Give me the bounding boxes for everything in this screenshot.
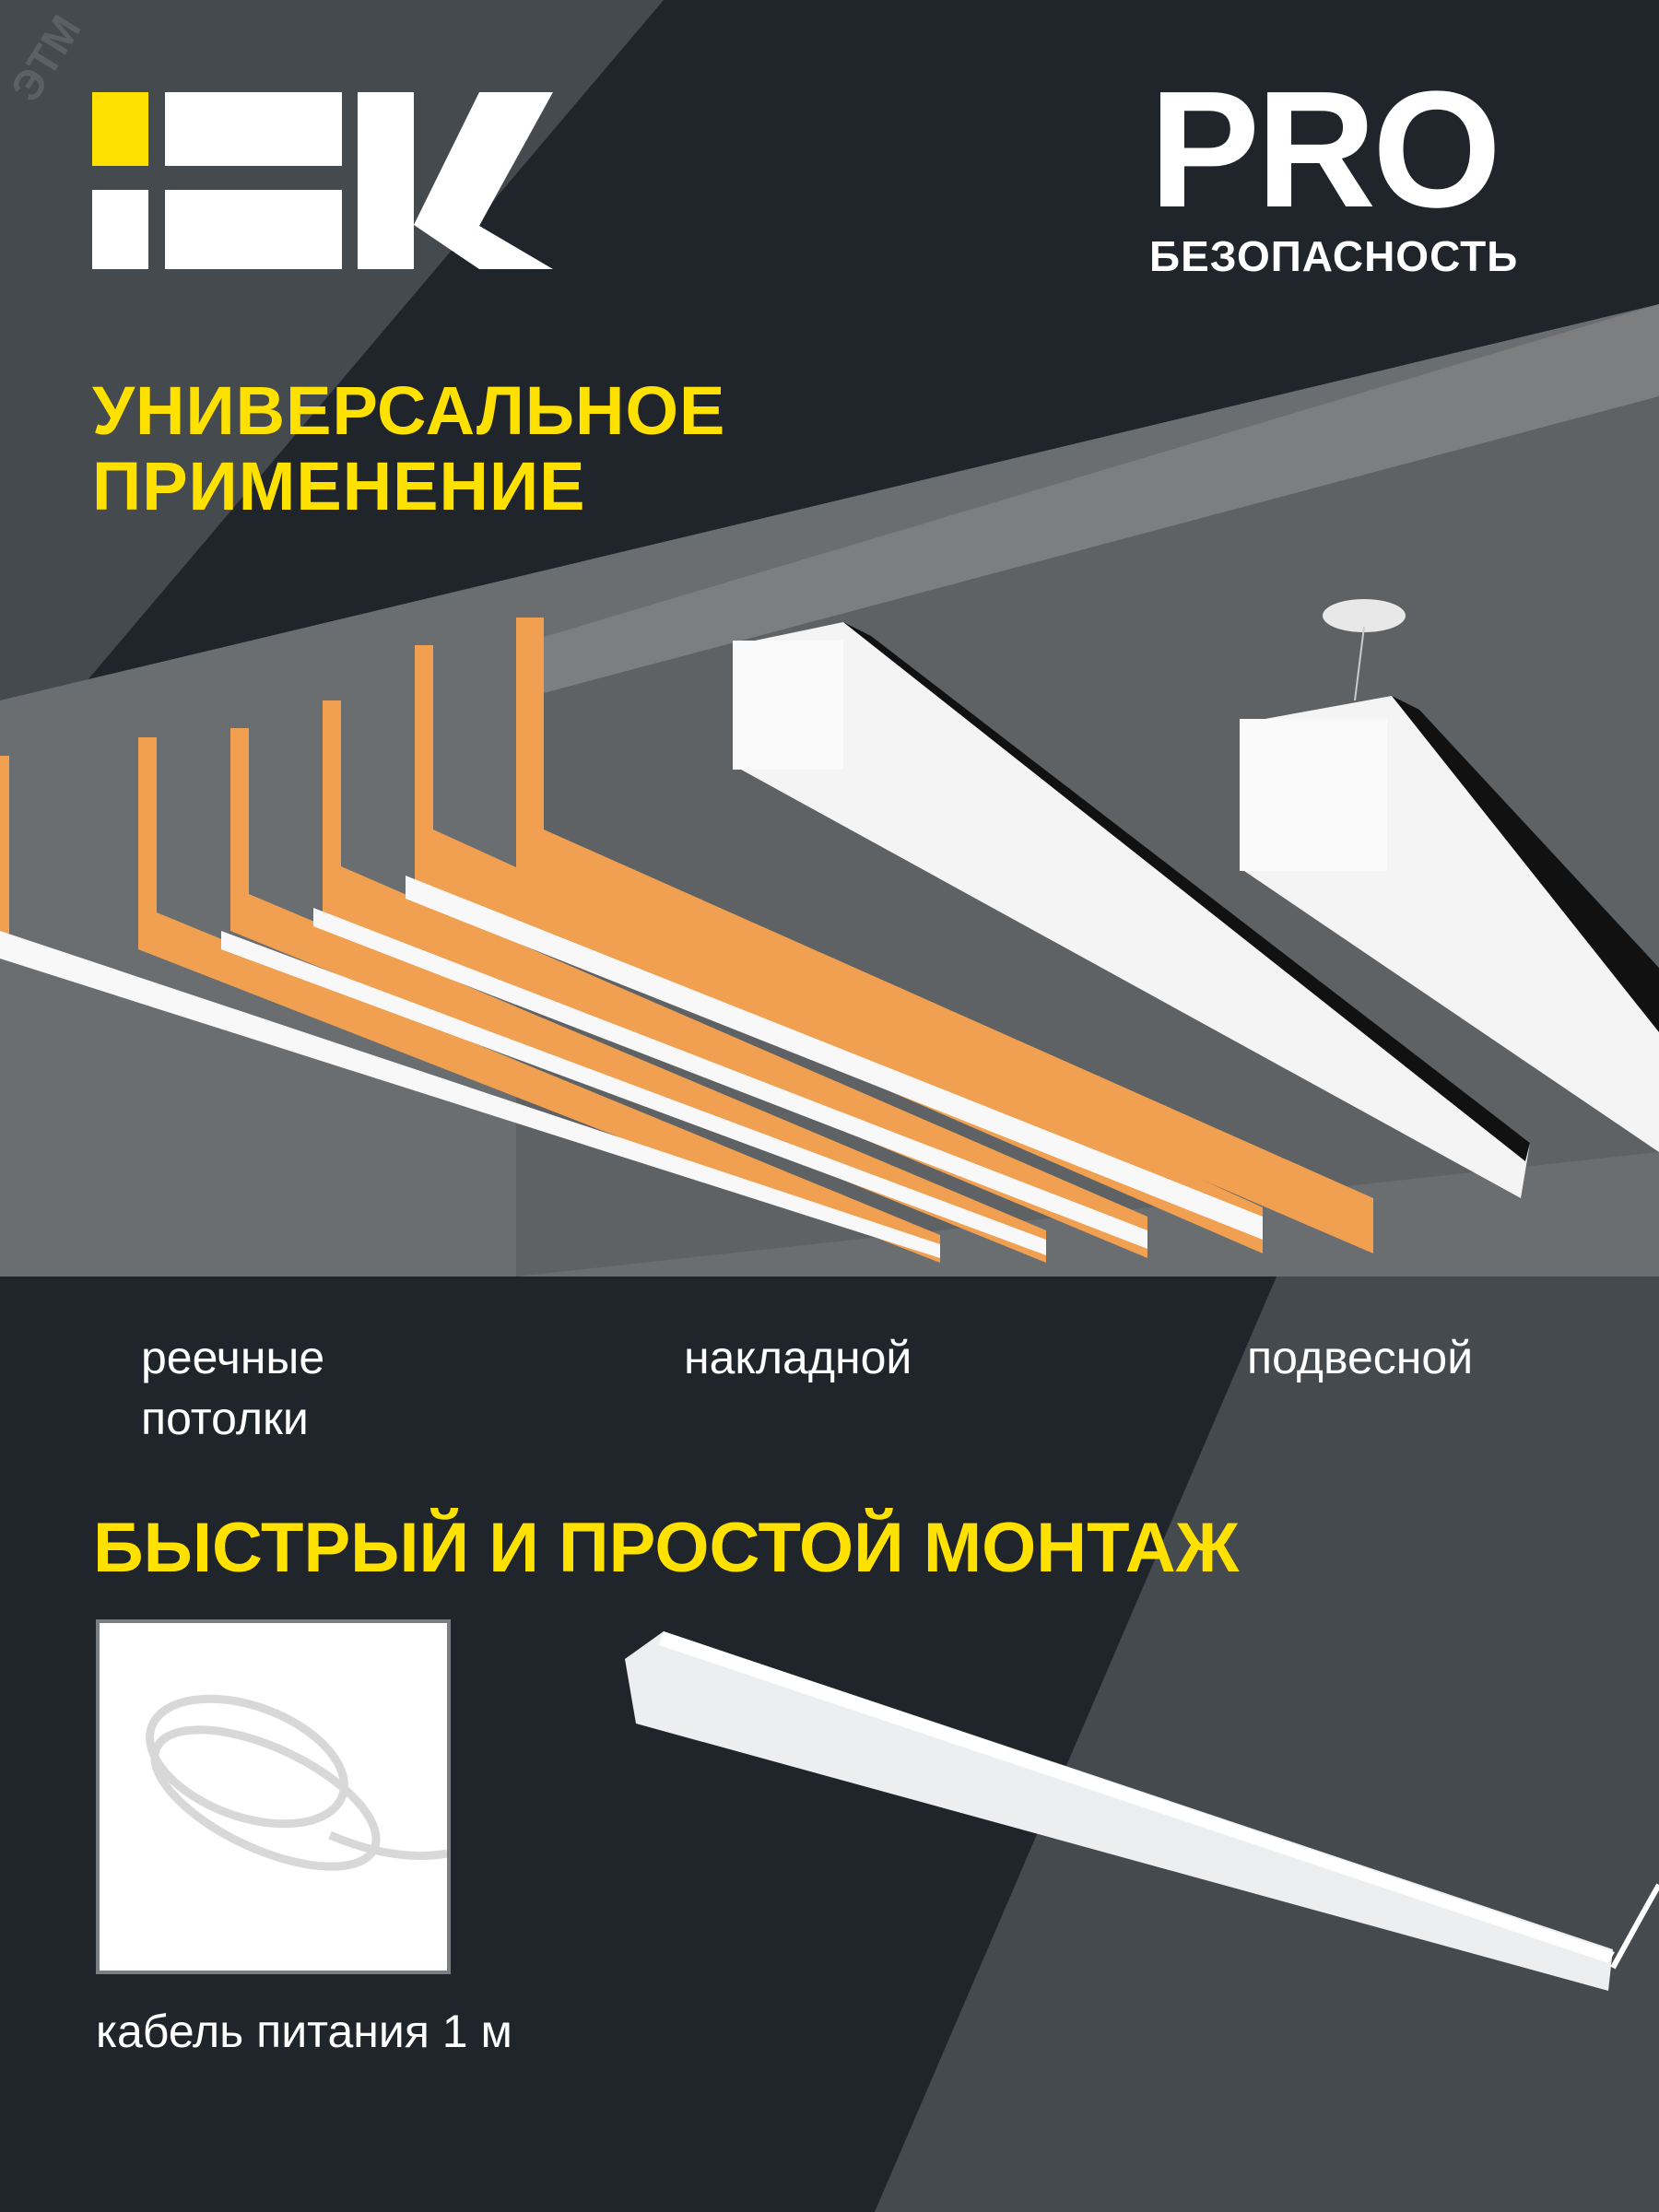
heading-line: ПРИМЕНЕНИЕ — [92, 448, 586, 524]
iek-logo — [92, 92, 553, 269]
product-lamp-image — [625, 1631, 1659, 1991]
pro-logo: PRO — [1149, 57, 1501, 242]
section-heading-universal: УНИВЕРСАЛЬНОЕ ПРИМЕНЕНИЕ — [92, 373, 725, 524]
power-cable-image — [96, 1619, 451, 1974]
label-line: потолки — [141, 1393, 309, 1444]
section-heading-installation: БЫСТРЫЙ И ПРОСТОЙ МОНТАЖ — [93, 1509, 1240, 1587]
label-line: реечные — [141, 1332, 325, 1383]
mount-label-rack-ceiling: реечные потолки — [141, 1327, 324, 1449]
heading-line: УНИВЕРСАЛЬНОЕ — [92, 372, 726, 449]
cable-caption: кабель питания 1 м — [96, 2006, 512, 2057]
pro-subtitle: БЕЗОПАСНОСТЬ — [1149, 232, 1519, 280]
cable-icon — [146, 1694, 448, 1871]
application-photo — [0, 304, 1659, 1277]
mount-label-pendant: подвесной — [1247, 1332, 1474, 1383]
mount-label-surface: накладной — [684, 1332, 912, 1383]
